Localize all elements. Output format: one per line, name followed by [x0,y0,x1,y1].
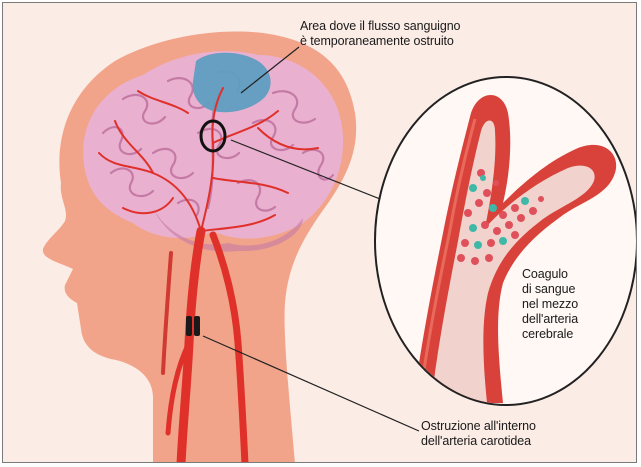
stroke-illustration [3,3,637,463]
blocked-area-label: Area dove il flusso sanguigno è temporan… [300,19,550,49]
magnified-view [375,77,637,405]
diagram-frame: Area dove il flusso sanguigno è temporan… [2,2,637,463]
carotid-obstruction-label: Ostruzione all'interno dell'arteria caro… [421,419,621,449]
clot-label: Coagulo di sangue nel mezzo dell'arteria… [522,267,632,342]
